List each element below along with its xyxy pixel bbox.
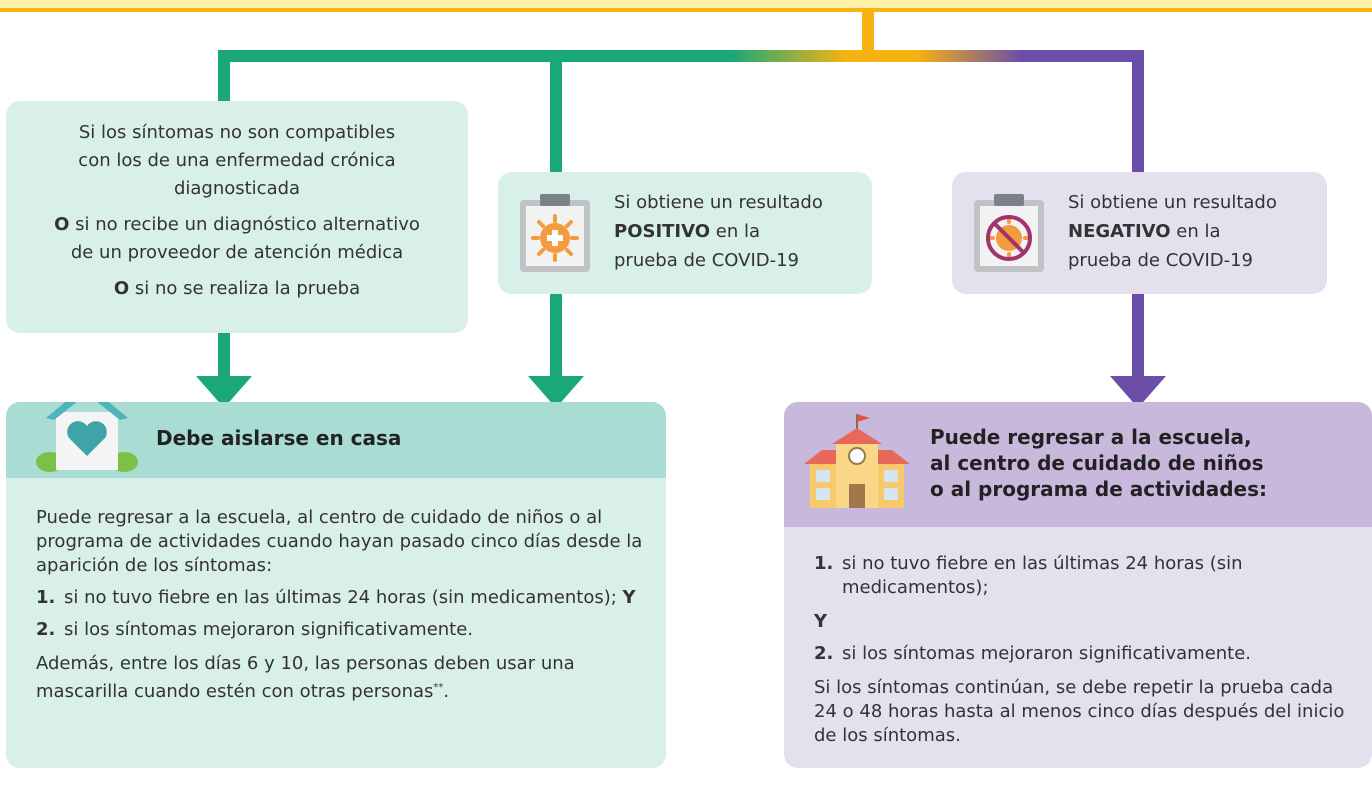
isolate-body: Puede regresar a la escuela, al centro d…: [36, 506, 656, 712]
return-to-school-box: Puede regresar a la escuela, al centro d…: [784, 402, 1372, 768]
condition-line-4: O si no recibe un diagnóstico alternativ…: [54, 214, 420, 235]
branch-bar-gradient: [556, 50, 1144, 62]
positive-label: POSITIVO: [614, 221, 711, 242]
return-body: 1. si no tuvo fiebre en las últimas 24 h…: [814, 552, 1359, 756]
condition-line-5: de un proveedor de atención médica: [70, 242, 404, 263]
negative-text-1: Si obtiene un resultado: [1068, 192, 1277, 213]
condition-line-1: Si los síntomas no son compatibles: [78, 122, 396, 143]
negative-text-2: NEGATIVO en la: [1068, 221, 1221, 242]
isolate-item-2: 2. si los síntomas mejoraron significati…: [36, 619, 474, 640]
left-arrow-stem: [218, 333, 230, 379]
left-branch-line: [218, 50, 230, 102]
return-item-2: 2. si los síntomas mejoraron significati…: [814, 643, 1252, 664]
middle-arrow-head: [528, 376, 584, 408]
middle-arrow-stem: [550, 294, 562, 378]
top-box-edge: [0, 0, 1372, 12]
isolate-title: Debe aislarse en casa: [156, 426, 402, 450]
school-icon: [804, 414, 910, 508]
negative-text-3: prueba de COVID-19: [1068, 250, 1254, 271]
positive-text-2: POSITIVO en la: [614, 221, 761, 242]
branch-bar-green: [218, 50, 588, 62]
negative-label: NEGATIVO: [1068, 221, 1171, 242]
isolate-intro: Puede regresar a la escuela, al centro d…: [36, 507, 643, 576]
isolate-header: Debe aislarse en casa: [6, 402, 666, 478]
right-arrow-head: [1110, 376, 1166, 408]
virus-clipboard-icon: [520, 194, 590, 272]
condition-line-3: diagnosticada: [173, 178, 301, 199]
middle-branch-line: [550, 50, 562, 174]
positive-result-box: Si obtiene un resultado POSITIVO en la p…: [498, 172, 872, 294]
house-heart-icon: [36, 402, 138, 472]
negative-result-box: Si obtiene un resultado NEGATIVO en la p…: [952, 172, 1327, 294]
return-item-1: 1. si no tuvo fiebre en las últimas 24 h…: [814, 553, 1243, 598]
positive-text-1: Si obtiene un resultado: [614, 192, 823, 213]
top-connector: [862, 10, 874, 58]
return-and: Y: [814, 611, 828, 632]
isolate-at-home-box: Debe aislarse en casa Puede regresar a l…: [6, 402, 666, 768]
no-virus-clipboard-icon: [974, 194, 1044, 272]
return-title: Puede regresar a la escuela, al centro d…: [930, 425, 1268, 501]
no-test-condition-box: Si los síntomas no son compatibles con l…: [6, 101, 468, 333]
condition-line-2: con los de una enfermedad crónica: [78, 150, 396, 171]
positive-text-3: prueba de COVID-19: [614, 250, 800, 271]
return-header: Puede regresar a la escuela, al centro d…: [784, 402, 1372, 527]
left-arrow-head: [196, 376, 252, 408]
condition-line-6: O si no se realiza la prueba: [113, 278, 361, 299]
isolate-note: Además, entre los días 6 y 10, las perso…: [36, 653, 575, 702]
right-branch-line: [1132, 50, 1144, 174]
right-arrow-stem: [1132, 294, 1144, 378]
isolate-item-1: 1. si no tuvo fiebre en las últimas 24 h…: [36, 587, 636, 608]
return-note: Si los síntomas continúan, se debe repet…: [814, 677, 1345, 746]
